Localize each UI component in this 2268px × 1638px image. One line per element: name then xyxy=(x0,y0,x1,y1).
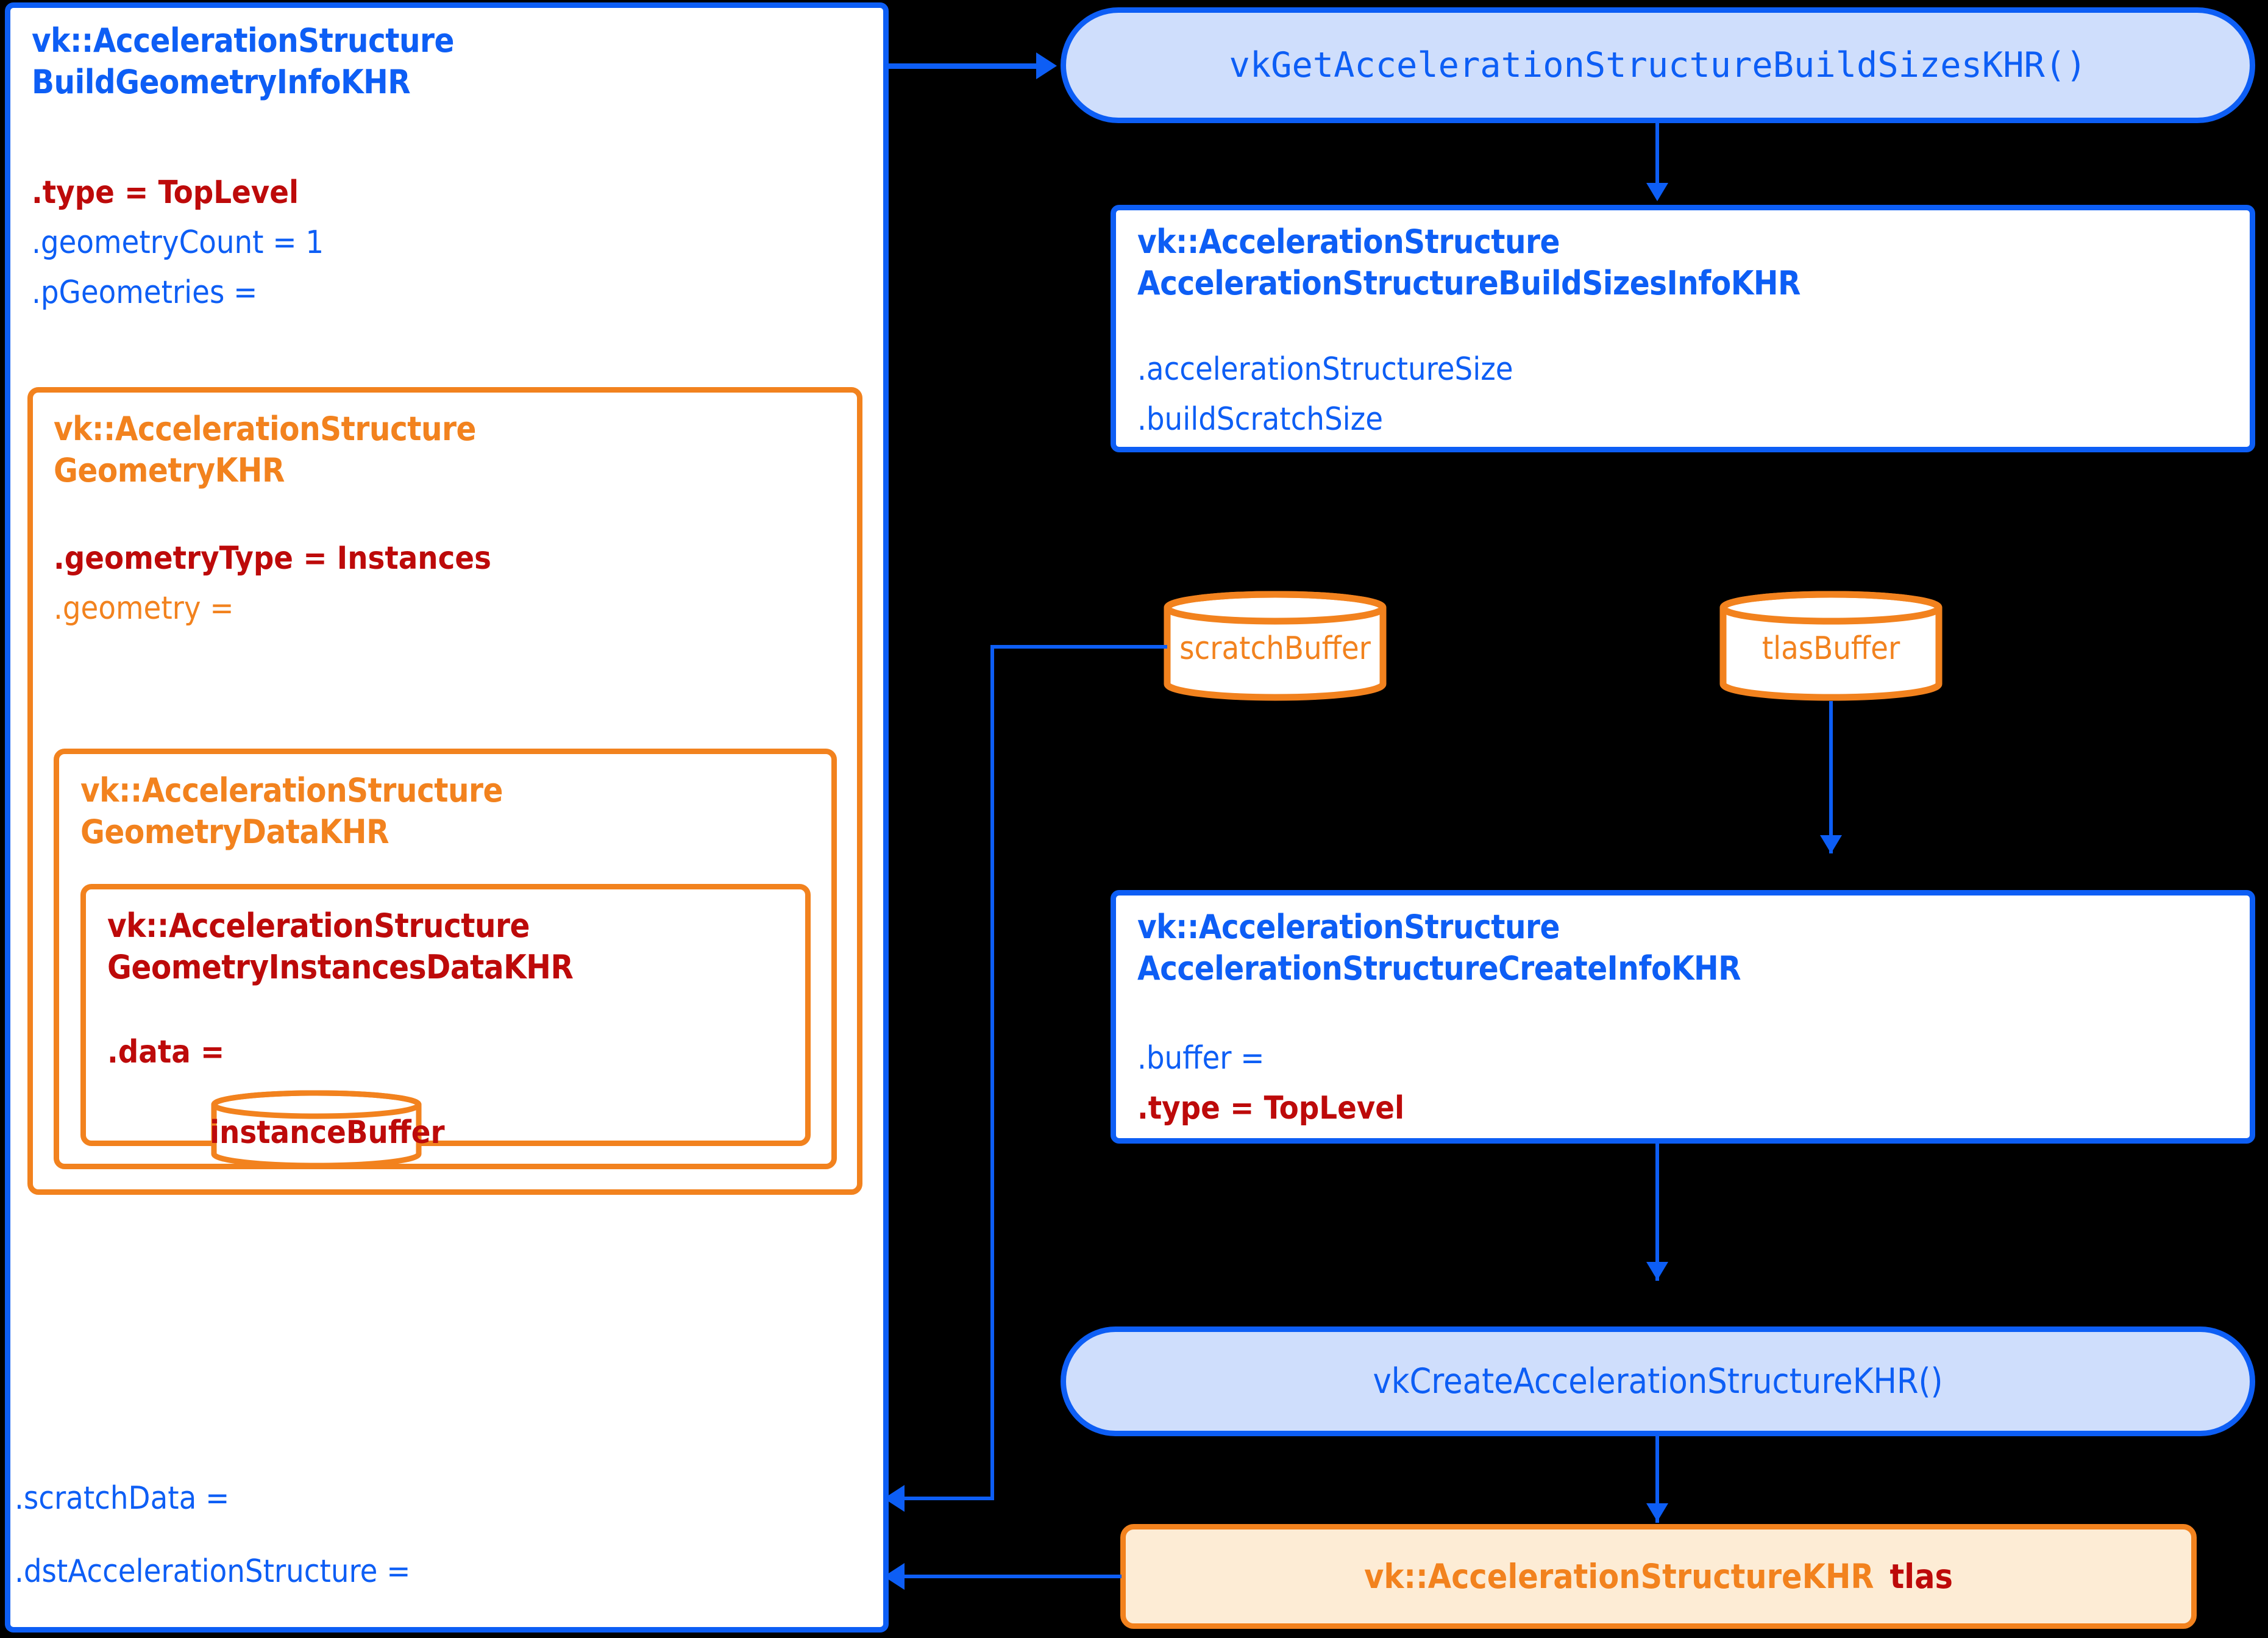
tlas-object-var-label: tlas xyxy=(1889,1557,1953,1596)
connector-tlas-to-dstas xyxy=(901,1575,1122,1578)
connector-scratchbuffer-vertical xyxy=(990,645,994,1500)
create-info-title-line1: vk::AccelerationStructure xyxy=(1137,908,1560,946)
connector-info-to-getsizes xyxy=(885,63,1045,69)
build-geometry-info-title-line2: BuildGeometryInfoKHR xyxy=(32,63,411,101)
geometry-instances-data-khr-box xyxy=(80,884,811,1146)
connector-scratchbuffer-horizontal-top xyxy=(990,645,1167,649)
geometry-data-khr-title-line2: GeometryDataKHR xyxy=(80,813,389,851)
vk-create-acceleration-structure-call-label: vkCreateAccelerationStructureKHR() xyxy=(1373,1361,1943,1401)
field-geometry: .geometry = xyxy=(54,590,234,627)
arrowhead-scratchbuffer-to-scratchdata xyxy=(884,1485,905,1512)
tlas-object-type-label: vk::AccelerationStructureKHR xyxy=(1364,1557,1874,1596)
connector-tlasbuffer-to-createinfo xyxy=(1829,701,1833,853)
field-geometry-type-instances: .geometryType = Instances xyxy=(54,540,491,577)
tlas-buffer-cylinder: tlasBuffer xyxy=(1719,591,1943,701)
field-scratch-data: .scratchData = xyxy=(15,1480,230,1517)
build-geometry-info-title-line1: vk::AccelerationStructure xyxy=(32,21,454,60)
scratch-buffer-cylinder: scratchBuffer xyxy=(1163,591,1387,701)
field-data: .data = xyxy=(107,1034,225,1070)
field-dst-acceleration-structure: .dstAccelerationStructure = xyxy=(15,1553,411,1590)
field-build-scratch-size: .buildScratchSize xyxy=(1137,401,1383,438)
arrowhead-createinfo-to-createcall xyxy=(1646,1262,1668,1280)
arrowhead-info-to-getsizes xyxy=(1036,52,1057,79)
connector-createinfo-to-createcall xyxy=(1655,1144,1659,1281)
arrowhead-tlas-to-dstas xyxy=(884,1563,905,1590)
create-info-box xyxy=(1111,890,2255,1144)
geometry-instances-data-khr-title-line2: GeometryInstancesDataKHR xyxy=(107,948,574,986)
field-create-type-toplevel: .type = TopLevel xyxy=(1137,1090,1405,1127)
instance-buffer-cylinder: instanceBuffer xyxy=(210,1090,445,1169)
arrowhead-getsizes-to-buildsizesinfo xyxy=(1646,183,1668,201)
build-sizes-info-title-line1: vk::AccelerationStructure xyxy=(1137,223,1560,261)
geometry-khr-title-line2: GeometryKHR xyxy=(54,451,285,490)
field-geometry-count: .geometryCount = 1 xyxy=(32,224,324,261)
connector-scratchbuffer-horizontal-bottom xyxy=(901,1497,994,1500)
instance-buffer-label: instanceBuffer xyxy=(210,1114,445,1151)
vk-create-acceleration-structure-call[interactable]: vkCreateAccelerationStructureKHR() xyxy=(1061,1326,2255,1436)
vk-get-build-sizes-call-label: vkGetAccelerationStructureBuildSizesKHR(… xyxy=(1229,45,2087,85)
scratch-buffer-label: scratchBuffer xyxy=(1179,630,1371,667)
geometry-khr-title-line1: vk::AccelerationStructure xyxy=(54,410,476,448)
build-sizes-info-title-line2: AccelerationStructureBuildSizesInfoKHR xyxy=(1137,264,1801,302)
arrowhead-createcall-to-tlas xyxy=(1646,1503,1668,1522)
build-sizes-info-box xyxy=(1111,205,2255,452)
field-p-geometries: .pGeometries = xyxy=(32,274,258,311)
field-type-toplevel: .type = TopLevel xyxy=(32,174,299,211)
field-buffer: .buffer = xyxy=(1137,1040,1265,1077)
connector-createcall-to-tlas xyxy=(1655,1436,1659,1523)
create-info-title-line2: AccelerationStructureCreateInfoKHR xyxy=(1137,949,1741,988)
connector-getsizes-to-buildsizesinfo xyxy=(1655,123,1659,187)
tlas-buffer-label: tlasBuffer xyxy=(1761,630,1900,667)
tlas-object-box: vk::AccelerationStructureKHR tlas xyxy=(1120,1524,2197,1629)
geometry-instances-data-khr-title-line1: vk::AccelerationStructure xyxy=(107,906,530,945)
field-acceleration-structure-size: .accelerationStructureSize xyxy=(1137,351,1513,388)
vk-get-build-sizes-call[interactable]: vkGetAccelerationStructureBuildSizesKHR(… xyxy=(1061,7,2255,123)
geometry-data-khr-title-line1: vk::AccelerationStructure xyxy=(80,771,503,810)
arrowhead-tlasbuffer-to-createinfo xyxy=(1820,835,1842,853)
